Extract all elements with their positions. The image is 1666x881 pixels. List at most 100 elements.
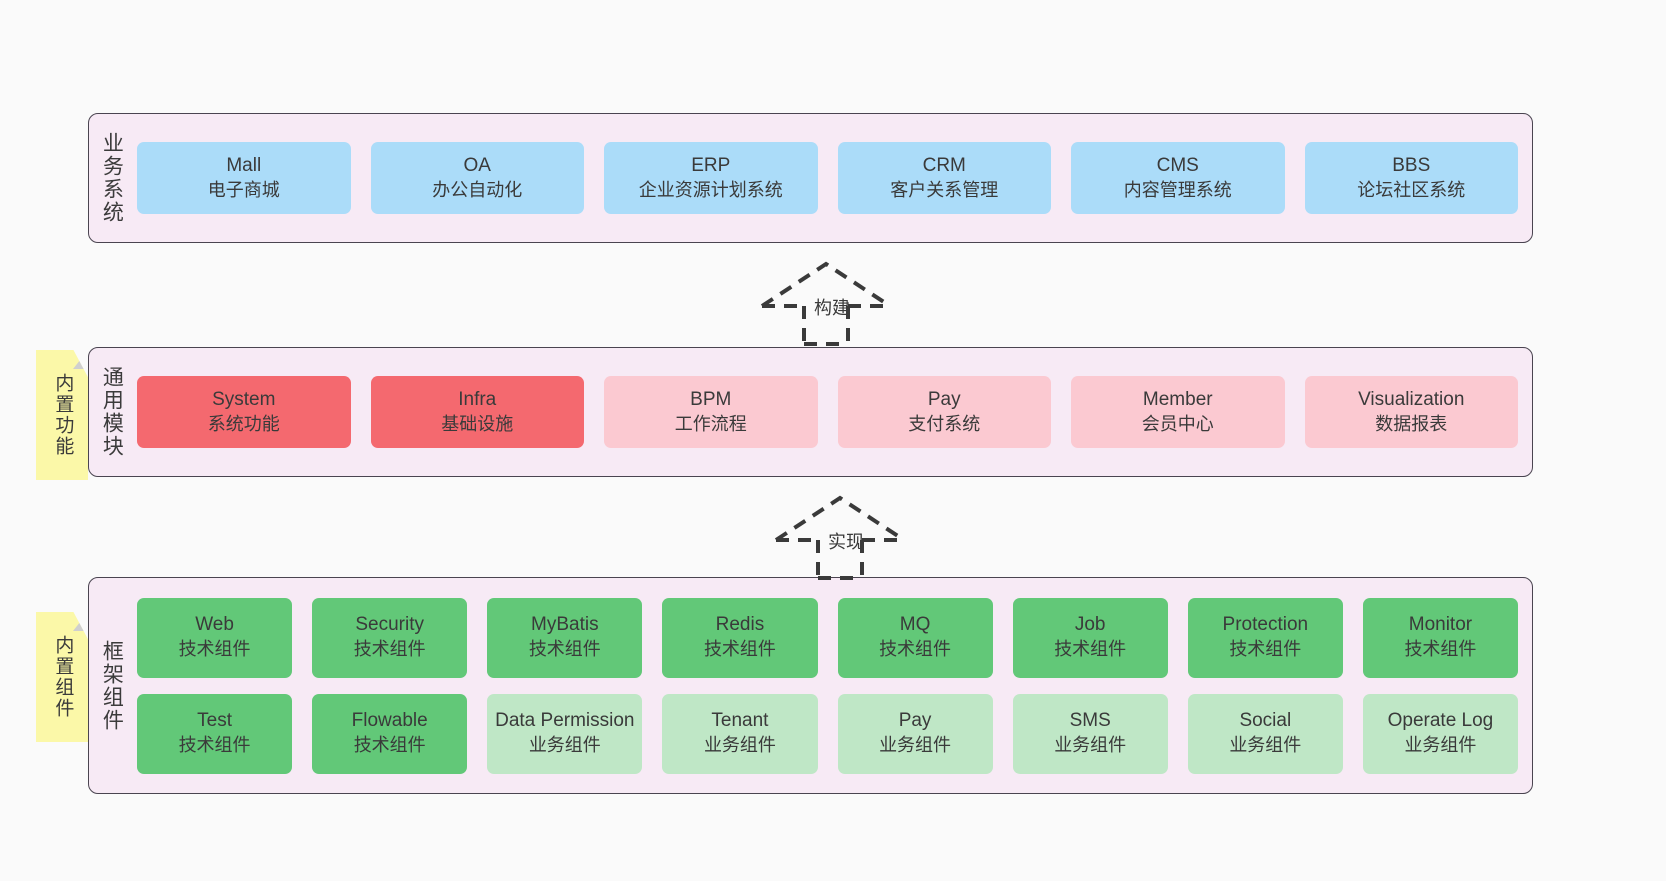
card-subtitle: 技术组件	[1404, 639, 1477, 660]
layer-body-common-modules: System 系统功能 Infra 基础设施 BPM 工作流程 Pay 支付系统…	[133, 348, 1532, 476]
card-title: Test	[197, 710, 232, 732]
card-subtitle: 论坛社区系统	[1357, 179, 1466, 200]
card-title: Data Permission	[495, 710, 635, 732]
card-subtitle: 电子商城	[207, 179, 280, 200]
tab-label: 内置功能	[52, 373, 74, 457]
card-title: Member	[1142, 388, 1213, 410]
card-title: Redis	[715, 614, 765, 636]
card-sms[interactable]: SMS 业务组件	[1012, 693, 1168, 774]
card-title: BBS	[1392, 154, 1431, 176]
layer-framework-components: 框架组件 Web 技术组件 Security 技术组件 MyBatis 技术组件…	[88, 577, 1533, 794]
card-title: MyBatis	[531, 614, 599, 636]
folded-corner-icon	[73, 612, 88, 631]
card-data-permission[interactable]: Data Permission 业务组件	[487, 693, 643, 774]
card-subtitle: 系统功能	[207, 413, 280, 434]
card-subtitle: 会员中心	[1141, 413, 1214, 434]
card-title: Web	[195, 614, 234, 636]
layer-common-modules: 通用模块 System 系统功能 Infra 基础设施 BPM 工作流程 Pay…	[88, 347, 1533, 477]
card-social[interactable]: Social 业务组件	[1187, 693, 1343, 774]
card-operate-log[interactable]: Operate Log 业务组件	[1362, 693, 1518, 774]
connector-label-build: 构建	[814, 298, 850, 318]
layer-business-system: 业务系统 Mall 电子商城 OA 办公自动化 ERP 企业资源计划系统 CRM…	[88, 113, 1533, 243]
tab-builtin-features[interactable]: 内置功能	[36, 350, 88, 480]
card-title: Visualization	[1358, 388, 1465, 410]
card-title: MQ	[899, 614, 931, 636]
card-subtitle: 技术组件	[1054, 639, 1127, 660]
card-visualization[interactable]: Visualization 数据报表	[1304, 376, 1518, 448]
card-title: CRM	[922, 154, 966, 176]
card-crm[interactable]: CRM 客户关系管理	[837, 142, 1051, 214]
card-mq[interactable]: MQ 技术组件	[837, 597, 993, 678]
card-subtitle: 数据报表	[1375, 413, 1448, 434]
connector-implement: 实现	[770, 492, 920, 582]
card-row: Web 技术组件 Security 技术组件 MyBatis 技术组件 Redi…	[137, 597, 1518, 678]
card-title: Mall	[226, 154, 262, 176]
card-member[interactable]: Member 会员中心	[1071, 376, 1285, 448]
card-infra[interactable]: Infra 基础设施	[370, 376, 584, 448]
layer-body-framework-components: Web 技术组件 Security 技术组件 MyBatis 技术组件 Redi…	[133, 578, 1532, 793]
connector-build: 构建	[756, 258, 906, 348]
card-job[interactable]: Job 技术组件	[1012, 597, 1168, 678]
card-title: System	[212, 388, 276, 410]
card-redis[interactable]: Redis 技术组件	[662, 597, 818, 678]
card-row: System 系统功能 Infra 基础设施 BPM 工作流程 Pay 支付系统…	[137, 376, 1518, 448]
card-mybatis[interactable]: MyBatis 技术组件	[487, 597, 643, 678]
card-subtitle: 业务组件	[703, 735, 776, 756]
card-title: ERP	[691, 154, 731, 176]
card-subtitle: 业务组件	[528, 735, 601, 756]
card-bpm[interactable]: BPM 工作流程	[604, 376, 818, 448]
card-title: Flowable	[351, 710, 428, 732]
card-mall[interactable]: Mall 电子商城	[137, 142, 351, 214]
card-subtitle: 技术组件	[178, 639, 251, 660]
card-subtitle: 技术组件	[528, 639, 601, 660]
card-subtitle: 业务组件	[879, 735, 952, 756]
tab-label: 内置组件	[52, 635, 74, 719]
card-title: SMS	[1069, 710, 1111, 732]
card-erp[interactable]: ERP 企业资源计划系统	[604, 142, 818, 214]
card-title: BPM	[690, 388, 732, 410]
layer-title-framework-components: 框架组件	[100, 639, 124, 732]
card-subtitle: 技术组件	[1229, 639, 1302, 660]
card-system[interactable]: System 系统功能	[137, 376, 351, 448]
card-subtitle: 技术组件	[178, 735, 251, 756]
card-subtitle: 内容管理系统	[1123, 179, 1232, 200]
layer-title-common-modules: 通用模块	[100, 366, 124, 458]
card-title: CMS	[1156, 154, 1199, 176]
card-subtitle: 技术组件	[353, 735, 426, 756]
card-title: Infra	[458, 388, 497, 410]
card-subtitle: 技术组件	[353, 639, 426, 660]
card-subtitle: 办公自动化	[432, 179, 523, 200]
card-subtitle: 支付系统	[908, 413, 981, 434]
card-title: Monitor	[1408, 614, 1473, 636]
card-oa[interactable]: OA 办公自动化	[370, 142, 584, 214]
card-pay[interactable]: Pay 支付系统	[837, 376, 1051, 448]
card-title: Pay	[927, 388, 961, 410]
card-title: Operate Log	[1387, 710, 1494, 732]
card-subtitle: 业务组件	[1404, 735, 1477, 756]
card-title: Protection	[1222, 614, 1309, 636]
card-subtitle: 企业资源计划系统	[638, 179, 783, 200]
card-subtitle: 技术组件	[879, 639, 952, 660]
card-title: OA	[463, 154, 491, 176]
card-pay-business[interactable]: Pay 业务组件	[837, 693, 993, 774]
connector-label-implement: 实现	[828, 532, 864, 552]
card-title: Job	[1074, 614, 1106, 636]
card-test[interactable]: Test 技术组件	[137, 693, 293, 774]
card-cms[interactable]: CMS 内容管理系统	[1071, 142, 1285, 214]
card-web[interactable]: Web 技术组件	[137, 597, 293, 678]
card-tenant[interactable]: Tenant 业务组件	[662, 693, 818, 774]
card-security[interactable]: Security 技术组件	[312, 597, 468, 678]
card-monitor[interactable]: Monitor 技术组件	[1362, 597, 1518, 678]
card-row: Test 技术组件 Flowable 技术组件 Data Permission …	[137, 693, 1518, 774]
tab-builtin-components[interactable]: 内置组件	[36, 612, 88, 742]
card-protection[interactable]: Protection 技术组件	[1187, 597, 1343, 678]
card-bbs[interactable]: BBS 论坛社区系统	[1304, 142, 1518, 214]
card-subtitle: 业务组件	[1229, 735, 1302, 756]
card-title: Social	[1239, 710, 1292, 732]
card-subtitle: 工作流程	[674, 413, 747, 434]
card-title: Security	[355, 614, 424, 636]
layer-body-business-system: Mall 电子商城 OA 办公自动化 ERP 企业资源计划系统 CRM 客户关系…	[133, 114, 1532, 242]
card-title: Pay	[898, 710, 932, 732]
card-flowable[interactable]: Flowable 技术组件	[312, 693, 468, 774]
